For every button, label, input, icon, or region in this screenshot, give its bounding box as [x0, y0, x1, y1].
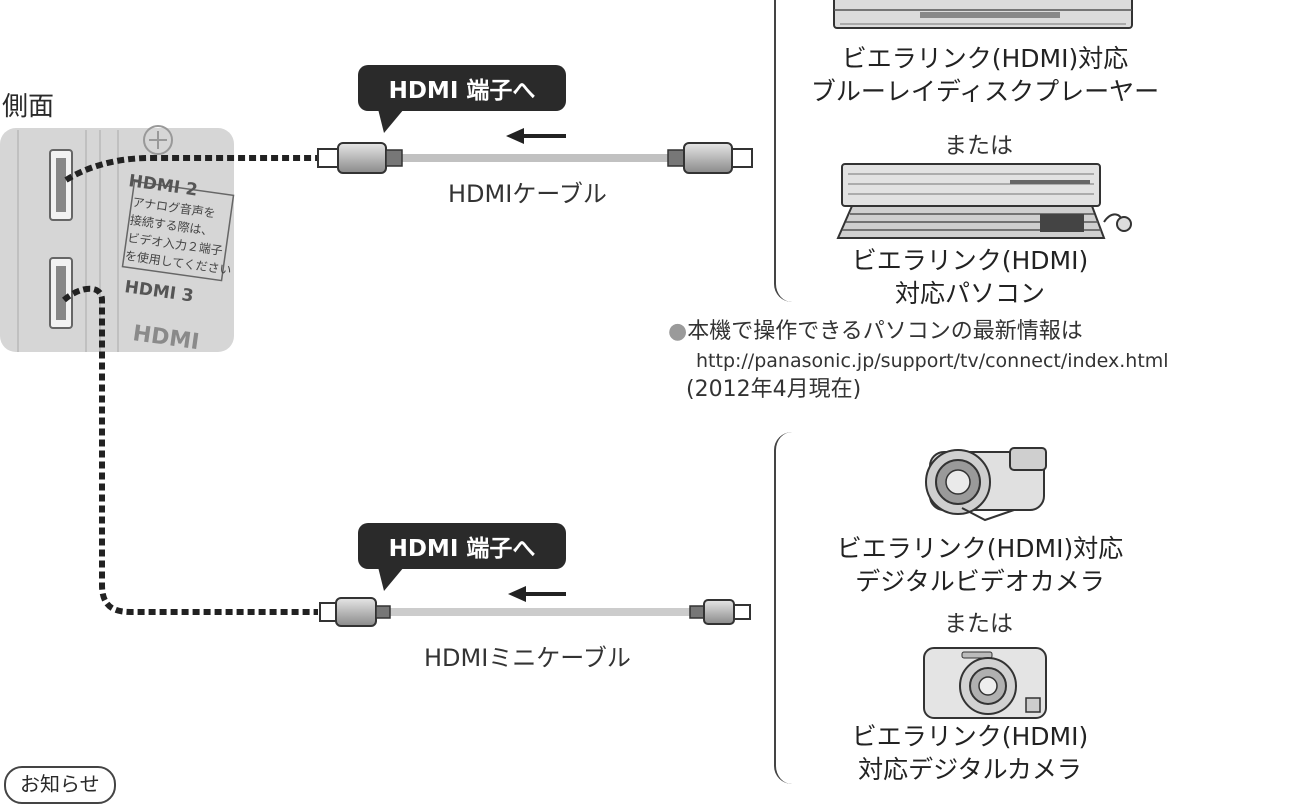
- arrow-left-icon: [508, 586, 566, 602]
- bottom-device-brace: [774, 432, 800, 784]
- video-camera-label-line1: ビエラリンク(HDMI)対応: [836, 534, 1124, 563]
- video-camera-icon: [925, 447, 1047, 522]
- note-line1: 本機で操作できるパソコンの最新情報は: [687, 319, 1083, 344]
- digital-camera-label-line1: ビエラリンク(HDMI): [851, 722, 1089, 751]
- connection-diagram: HDMI 2 アナログ音声を 接続する際は、 ビデオ入力２端子 を使用してくださ…: [0, 0, 1133, 719]
- note-date: (2012年4月現在): [686, 377, 862, 402]
- tv-side-panel: [0, 125, 235, 352]
- top-connection-path: [64, 155, 318, 183]
- digital-camera-icon: [923, 647, 1047, 719]
- bluray-player-icon: [833, 0, 1133, 29]
- support-url-link[interactable]: http://panasonic.jp/support/tv/connect/i…: [696, 350, 1169, 372]
- bottom-callout: HDMI 端子へ: [358, 523, 566, 591]
- pc-label-line2: 対応パソコン: [894, 279, 1045, 308]
- notice-badge: お知らせ: [4, 766, 116, 804]
- hdmi-mini-cable: [319, 597, 751, 627]
- pc-label: ビエラリンク(HDMI) 対応パソコン: [810, 244, 1130, 310]
- bluray-label: ビエラリンク(HDMI)対応 ブルーレイディスクプレーヤー: [810, 42, 1160, 108]
- pc-icon: [836, 163, 1132, 239]
- arrow-left-icon: [506, 128, 566, 144]
- hdmi-cable-label: HDMIケーブル: [448, 180, 607, 208]
- top-device-brace: [774, 0, 800, 302]
- bluray-label-line1: ビエラリンク(HDMI)対応: [841, 44, 1129, 73]
- pc-label-line1: ビエラリンク(HDMI): [851, 246, 1089, 275]
- or-label-bottom: または: [944, 611, 1013, 637]
- top-callout: HDMI 端子へ: [358, 65, 566, 133]
- bluray-label-line2: ブルーレイディスクプレーヤー: [810, 77, 1160, 106]
- digital-camera-label: ビエラリンク(HDMI) 対応デジタルカメラ: [810, 720, 1130, 786]
- pc-info-note: ●本機で操作できるパソコンの最新情報は: [668, 318, 1083, 346]
- screw-icon: [143, 125, 173, 155]
- bullet-icon: ●: [668, 319, 688, 344]
- or-label: または: [944, 133, 1013, 159]
- hdmi-mini-cable-label: HDMIミニケーブル: [424, 644, 631, 672]
- bottom-connection-path: [62, 285, 318, 615]
- video-camera-label: ビエラリンク(HDMI)対応 デジタルビデオカメラ: [810, 532, 1150, 598]
- video-camera-label-line2: デジタルビデオカメラ: [855, 567, 1105, 596]
- digital-camera-label-line2: 対応デジタルカメラ: [858, 755, 1082, 784]
- hdmi-cable: [317, 142, 753, 174]
- side-label: 側面: [2, 92, 55, 122]
- mouse-icon: [1116, 216, 1132, 232]
